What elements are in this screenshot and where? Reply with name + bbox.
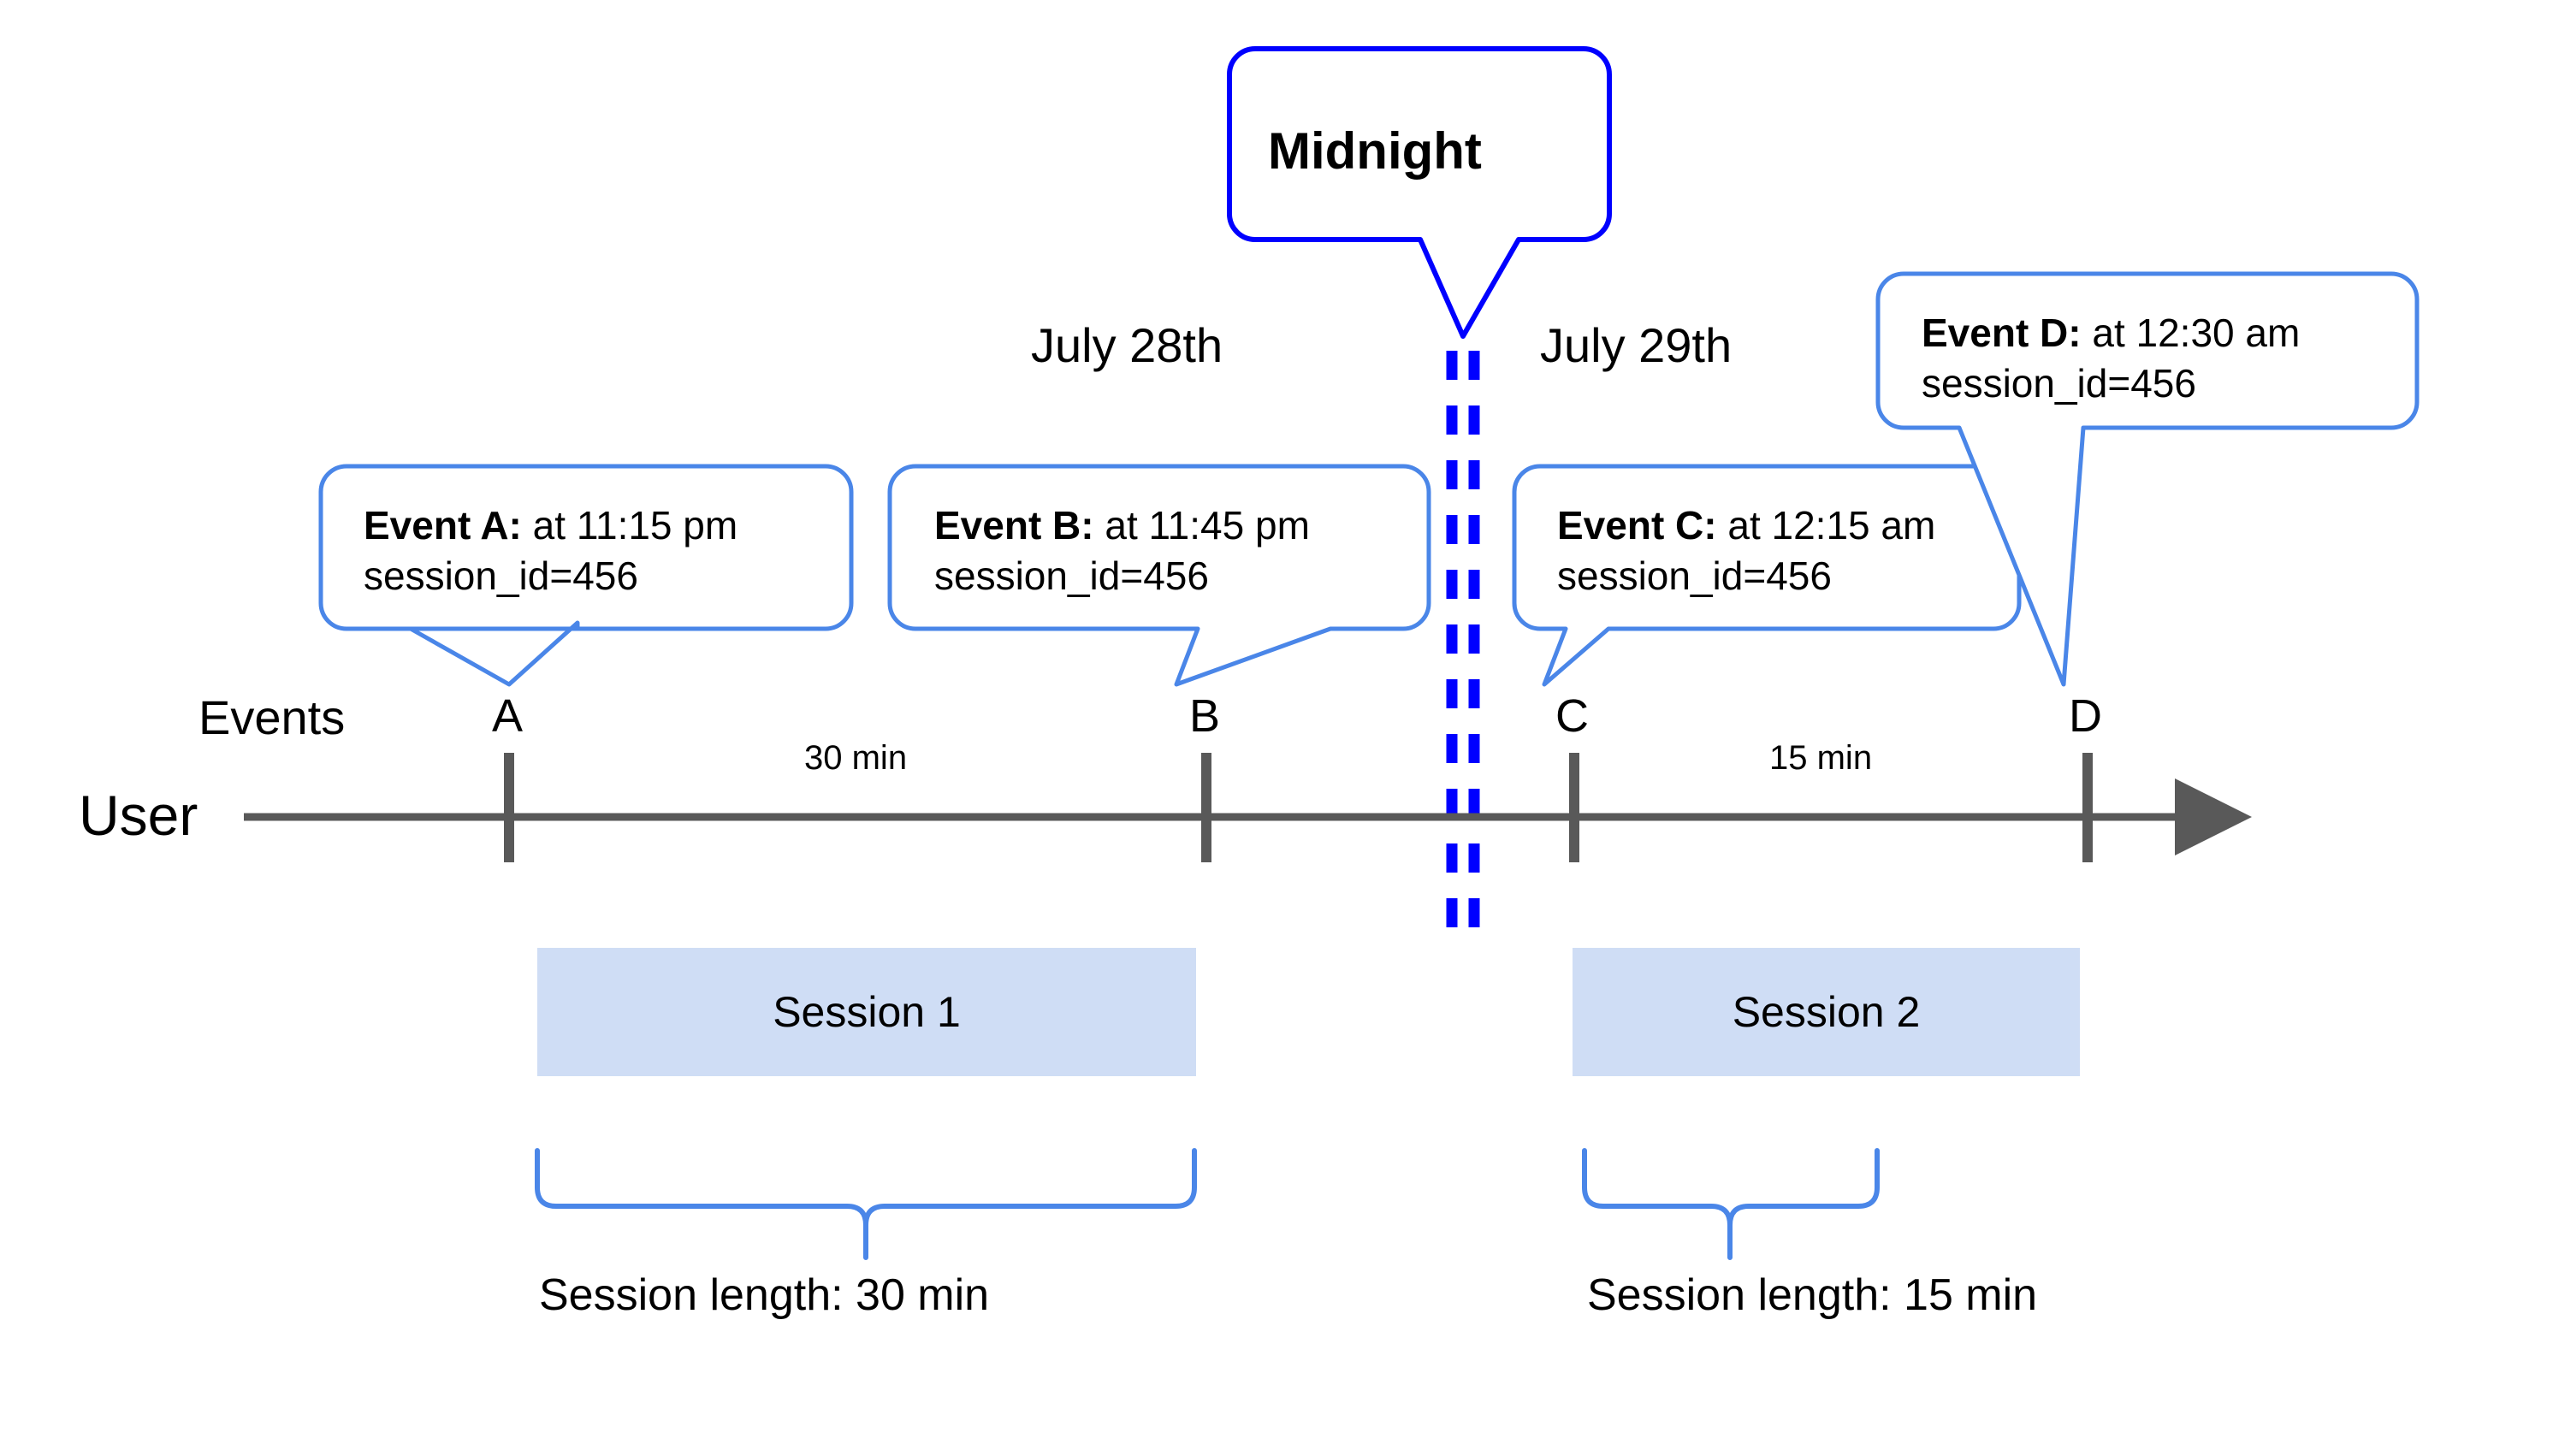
event-a-name: Event A: [364, 503, 522, 547]
event-d-name: Event D: [1922, 311, 2082, 355]
event-d-callout-text: Event D: at 12:30 am session_id=456 [1922, 308, 2300, 409]
event-b-detail: at 11:45 pm [1093, 503, 1310, 547]
event-b-name: Event B: [934, 503, 1094, 547]
timeline-axis [244, 753, 2252, 862]
event-a-callout-shape [318, 464, 854, 687]
event-c-session: session_id=456 [1557, 553, 1832, 598]
session-1-brace [535, 1148, 1197, 1260]
midnight-divider-lines [1446, 351, 1480, 928]
date-label-right: July 29th [1540, 318, 1733, 372]
midnight-callout-shape [1227, 46, 1612, 339]
session-2-box: Session 2 [1573, 948, 2080, 1076]
event-c-callout-shape [1512, 464, 2022, 687]
session-2-length-label: Session length: 15 min [1587, 1270, 2038, 1320]
event-d-detail: at 12:30 am [2081, 311, 2301, 355]
event-c-callout-text: Event C: at 12:15 am session_id=456 [1557, 500, 1935, 601]
midnight-label: Midnight [1268, 122, 1482, 180]
event-a-detail: at 11:15 pm [521, 503, 738, 547]
session-1-label: Session 1 [773, 988, 961, 1036]
session-1-box: Session 1 [537, 948, 1196, 1076]
date-label-left: July 28th [1031, 318, 1223, 372]
event-marker-label-b: B [1189, 690, 1221, 742]
event-d-callout-shape [1875, 271, 2420, 687]
event-a-session: session_id=456 [364, 553, 638, 598]
duration-label-2: 15 min [1769, 739, 1873, 777]
event-b-callout-text: Event B: at 11:45 pm session_id=456 [934, 500, 1310, 601]
events-row-label: Events [198, 690, 346, 744]
session-1-length-label: Session length: 30 min [539, 1270, 990, 1320]
event-b-callout-shape [887, 464, 1431, 687]
event-c-name: Event C: [1557, 503, 1717, 547]
event-marker-label-c: C [1555, 690, 1589, 742]
event-d-session: session_id=456 [1922, 360, 2196, 405]
user-row-label: User [79, 784, 198, 847]
event-b-session: session_id=456 [934, 553, 1209, 598]
event-marker-label-d: D [2069, 690, 2102, 742]
session-2-brace [1582, 1148, 1880, 1260]
duration-label-1: 30 min [804, 739, 908, 777]
event-marker-label-a: A [492, 690, 524, 742]
event-a-callout-text: Event A: at 11:15 pm session_id=456 [364, 500, 737, 601]
session-2-label: Session 2 [1732, 988, 1921, 1036]
event-c-detail: at 12:15 am [1716, 503, 1936, 547]
